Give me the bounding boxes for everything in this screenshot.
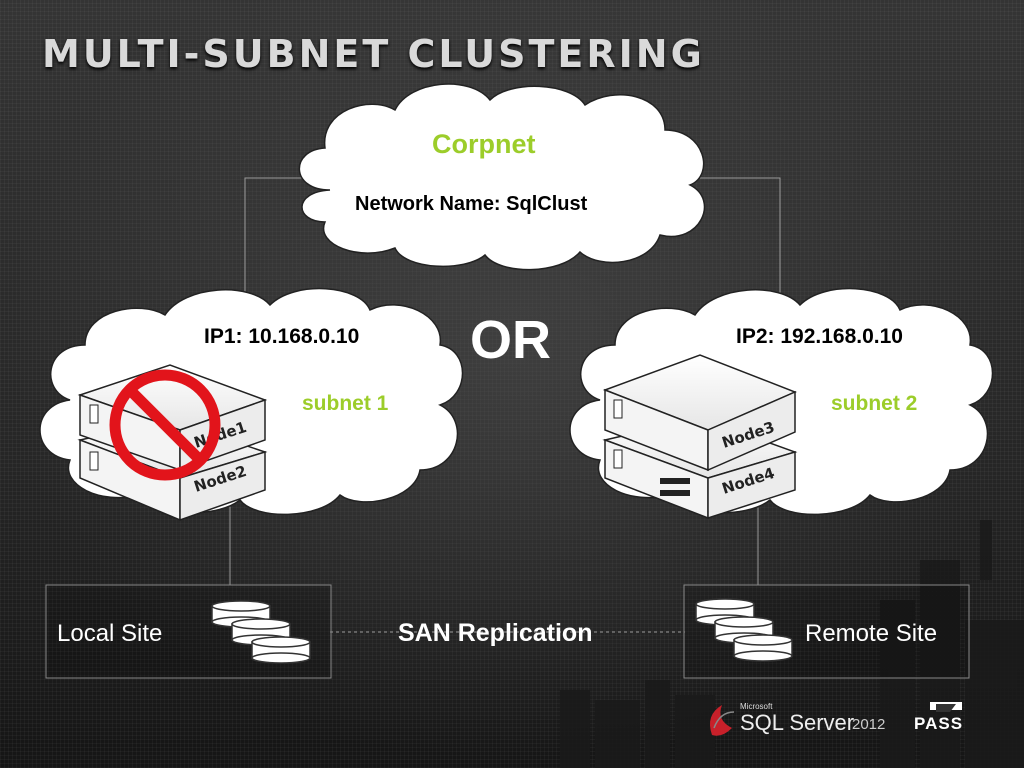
remote-storage-icon: [695, 598, 793, 662]
or-label: OR: [470, 310, 551, 370]
logo-microsoft-text: Microsoft: [740, 702, 773, 711]
sql-server-logo-icon: [709, 705, 735, 736]
pass-logo-icon: [930, 702, 962, 712]
subnet-2-label: subnet 2: [831, 392, 918, 415]
local-site-label: Local Site: [57, 620, 163, 647]
corpnet-title: Corpnet: [432, 129, 536, 159]
local-storage-icon: [211, 600, 311, 664]
logo-pass-text: PASS: [914, 714, 964, 733]
logo-sql-server-text: SQL Server: [740, 710, 855, 735]
city-skyline: [560, 520, 1024, 768]
prohibited-icon: [109, 369, 221, 481]
ip1-label: IP1: 10.168.0.10: [204, 325, 360, 348]
network-name-label: Network Name: SqlClust: [355, 193, 588, 215]
connection-lines: [229, 177, 781, 633]
subnet-1-label: subnet 1: [302, 392, 389, 415]
corpnet-cloud: [298, 83, 706, 271]
corpnet-right-link: [700, 177, 781, 300]
remote-site-label: Remote Site: [805, 620, 938, 647]
slide-title: MULTI-SUBNET CLUSTERING: [42, 32, 705, 76]
logo-year-text: 2012: [852, 716, 886, 733]
server-node3: Node3: [602, 354, 797, 472]
san-replication-label: SAN Replication: [398, 619, 593, 647]
ip2-label: IP2: 192.168.0.10: [736, 325, 903, 348]
